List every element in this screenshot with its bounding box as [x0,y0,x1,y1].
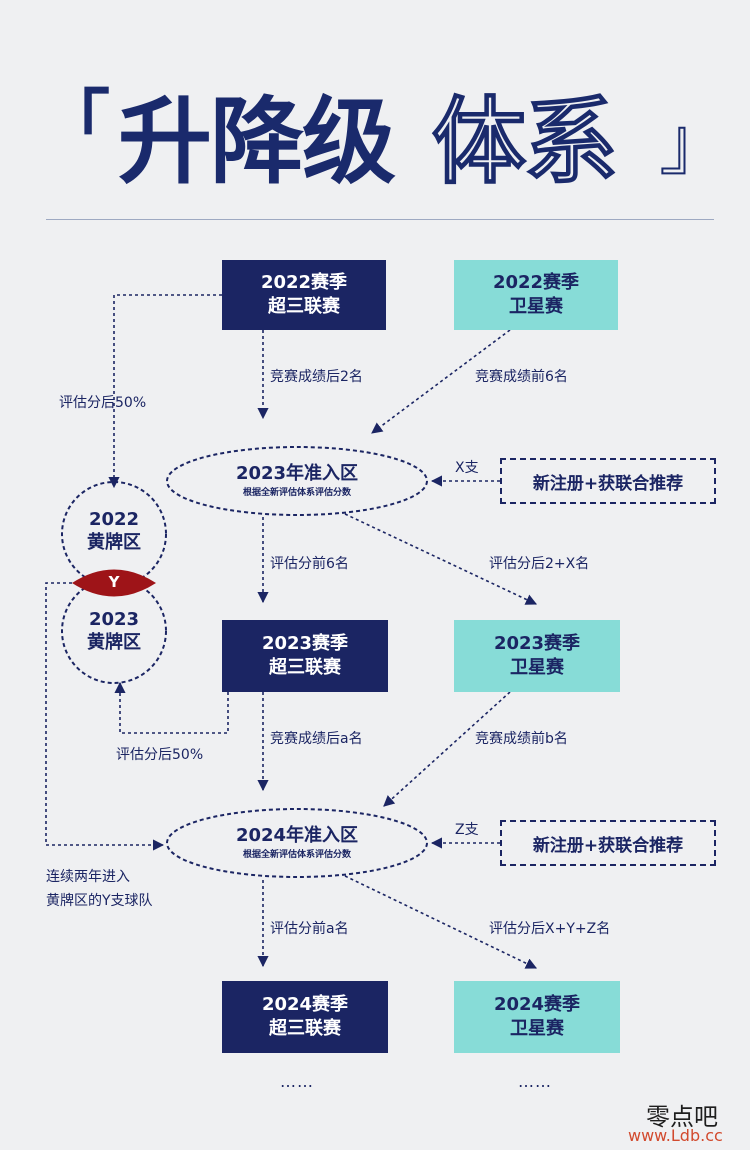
box-2022-sat-line2: 卫星赛 [509,296,563,317]
arrow-2023super-to-yellow2023 [114,681,229,734]
zone2024-ellipse [166,808,428,878]
label-eval-top-a: 评估分前a名 [270,921,349,937]
box-2022-satellite: 2022赛季 卫星赛 [454,260,618,330]
yellow2023-circle [61,578,167,684]
yellow-2022-year: 2022 [88,509,140,530]
label-two-years-line2: 黄牌区的Y支球队 [46,893,153,909]
title-bracket-open: 「 [40,82,110,164]
box-2024-super-line2: 超三联赛 [269,1018,341,1039]
box-2022-super-line1: 2022赛季 [260,271,348,293]
label-eval-top6: 评估分前6名 [270,556,349,572]
arrow-2022super-to-yellow2022 [108,294,222,489]
zone-2023: 2023年准入区 根据全新评估体系评估分数 [167,459,427,498]
label-comp-top-b: 竞赛成绩前b名 [475,731,568,747]
label-eval-bottom50-2023: 评估分后50% [116,747,204,763]
box-2023-sat-line2: 卫星赛 [510,657,564,678]
yellow-2023-year: 2023 [88,609,140,630]
zone-2024-subtitle: 根据全新评估体系评估分数 [242,850,351,860]
yellow-2023-name: 黄牌区 [87,632,141,654]
box-2023-super-line1: 2023赛季 [261,632,349,654]
arrow-zone2024-to-2024sat [344,875,538,969]
label-comp-last2: 竞赛成绩后2名 [270,369,363,385]
yellow-overlap-lens [72,569,156,597]
yellow2022-circle [61,481,167,587]
recommend-box-2023: 新注册+获联合推荐 [500,458,716,504]
arrow-2023sat-to-zone2024 [383,691,511,807]
box-2022-super-line2: 超三联赛 [268,296,340,317]
arrow-yteams-to-zone2024 [45,582,165,851]
zone-2024-title: 2024年准入区 [235,825,359,846]
box-2022-super-league: 2022赛季 超三联赛 [222,260,386,330]
watermark-url: www.Ldb.cc [628,1126,723,1145]
title-outline-text: 体系 [431,88,619,197]
box-2023-super-line2: 超三联赛 [269,657,341,678]
label-eval-last-2x: 评估分后2+X名 [489,556,590,572]
label-eval-bottom50-2022: 评估分后50% [59,395,147,411]
label-comp-top6: 竞赛成绩前6名 [475,369,568,385]
yellow-overlap-label: Y [108,573,120,591]
label-z-team: Z支 [455,822,479,838]
box-2024-satellite: 2024赛季 卫星赛 [454,981,620,1053]
box-2023-satellite: 2023赛季 卫星赛 [454,620,620,692]
label-eval-last-xyz: 评估分后X+Y+Z名 [489,921,611,937]
arrow-2022sat-to-zone2023 [371,329,511,434]
continuation-dots-right: …… [518,1072,552,1091]
title-divider [46,219,714,220]
label-two-years-line1: 连续两年进入 [46,869,130,885]
zone-2023-subtitle: 根据全新评估体系评估分数 [242,488,351,498]
box-2023-sat-line1: 2023赛季 [493,632,581,654]
recommend-2023-label: 新注册+获联合推荐 [532,473,684,494]
arrow-zone2023-to-2023sat [344,513,538,605]
recommend-2024-label: 新注册+获联合推荐 [532,835,684,856]
box-2024-sat-line2: 卫星赛 [510,1018,564,1039]
title-bracket-close: 」 [659,102,731,184]
watermark-text: 零点吧 [646,1103,718,1131]
yellow-2022-label: 2022 黄牌区 [64,508,164,555]
box-2024-super-league: 2024赛季 超三联赛 [222,981,388,1053]
yellow-2022-name: 黄牌区 [87,532,141,554]
label-x-team: X支 [455,460,479,476]
label-comp-last-a: 竞赛成绩后a名 [270,731,363,747]
zone-2023-title: 2023年准入区 [235,463,359,484]
box-2022-sat-line1: 2022赛季 [492,271,580,293]
title-solid-text: 升降级 [118,88,396,197]
zone-2024: 2024年准入区 根据全新评估体系评估分数 [167,821,427,860]
yellow-2023-label: 2023 黄牌区 [64,608,164,655]
box-2024-sat-line1: 2024赛季 [493,993,581,1015]
box-2024-super-line1: 2024赛季 [261,993,349,1015]
zone2023-ellipse [166,446,428,516]
box-2023-super-league: 2023赛季 超三联赛 [222,620,388,692]
continuation-dots-left: …… [280,1072,314,1091]
recommend-box-2024: 新注册+获联合推荐 [500,820,716,866]
